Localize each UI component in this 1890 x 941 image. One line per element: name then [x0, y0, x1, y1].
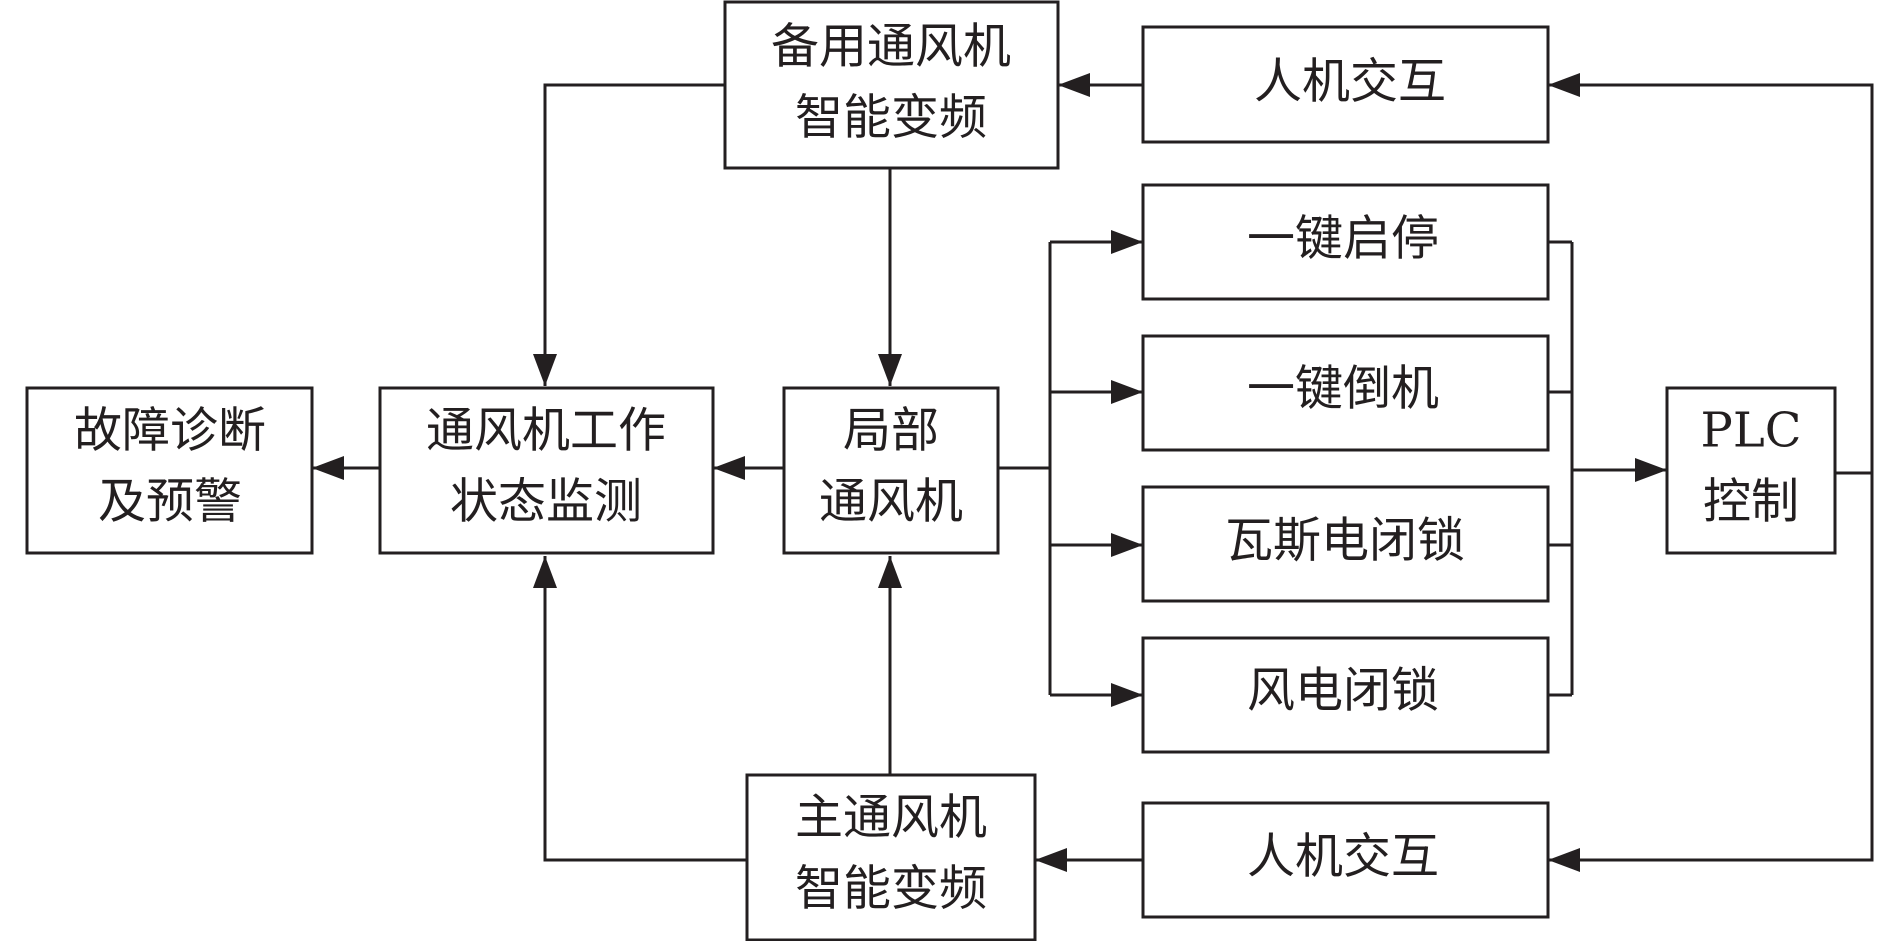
arrow-main-to-monitor: [533, 556, 747, 862]
box-plc-control: PLC 控制: [1665, 386, 1837, 555]
box-one-key-switchover: 一键倒机: [1141, 334, 1550, 452]
fault-label-line1: 故障诊断: [74, 403, 266, 459]
box-backup-fan-vfd: 备用通风机 智能变频: [723, 0, 1060, 170]
box-local-fan: 局部 通风机: [782, 386, 1000, 555]
monitor-label-line1: 通风机工作: [426, 403, 666, 459]
arrow-plc-to-hmi-bottom: [1548, 473, 1874, 872]
box-main-fan-vfd: 主通风机 智能变频: [745, 773, 1037, 941]
wind-lock-label: 风电闭锁: [1247, 663, 1439, 719]
local-fan-label-line1: 局部: [843, 403, 939, 459]
main-vfd-label-line1: 主通风机: [795, 790, 987, 846]
box-hmi-bottom: 人机交互: [1141, 801, 1550, 919]
fault-label-line2: 及预警: [98, 474, 242, 530]
box-hmi-top: 人机交互: [1141, 25, 1550, 144]
plc-label-line2: 控制: [1703, 474, 1799, 530]
arrow-backup-to-monitor: [533, 83, 725, 386]
switchover-label: 一键倒机: [1247, 361, 1439, 417]
gas-lock-label: 瓦斯电闭锁: [1225, 513, 1465, 569]
connectors: [312, 73, 1874, 872]
box-status-monitor: 通风机工作 状态监测: [378, 386, 715, 555]
plc-label-line1: PLC: [1701, 403, 1802, 459]
box-fault-diagnosis: 故障诊断 及预警: [25, 386, 314, 555]
start-stop-label: 一键启停: [1247, 211, 1439, 267]
hmi-top-label: 人机交互: [1254, 54, 1446, 110]
box-wind-electric-lock: 风电闭锁: [1141, 636, 1550, 754]
main-vfd-label-line2: 智能变频: [795, 861, 987, 917]
arrow-plc-to-hmi-top: [1548, 73, 1874, 475]
hmi-bottom-label: 人机交互: [1247, 829, 1439, 885]
monitor-label-line2: 状态监测: [450, 474, 642, 530]
box-gas-electric-lock: 瓦斯电闭锁: [1141, 485, 1550, 603]
box-one-key-start-stop: 一键启停: [1141, 183, 1550, 301]
backup-vfd-label-line1: 备用通风机: [771, 19, 1011, 75]
local-fan-label-line2: 通风机: [819, 474, 963, 530]
backup-vfd-label-line2: 智能变频: [795, 90, 987, 146]
